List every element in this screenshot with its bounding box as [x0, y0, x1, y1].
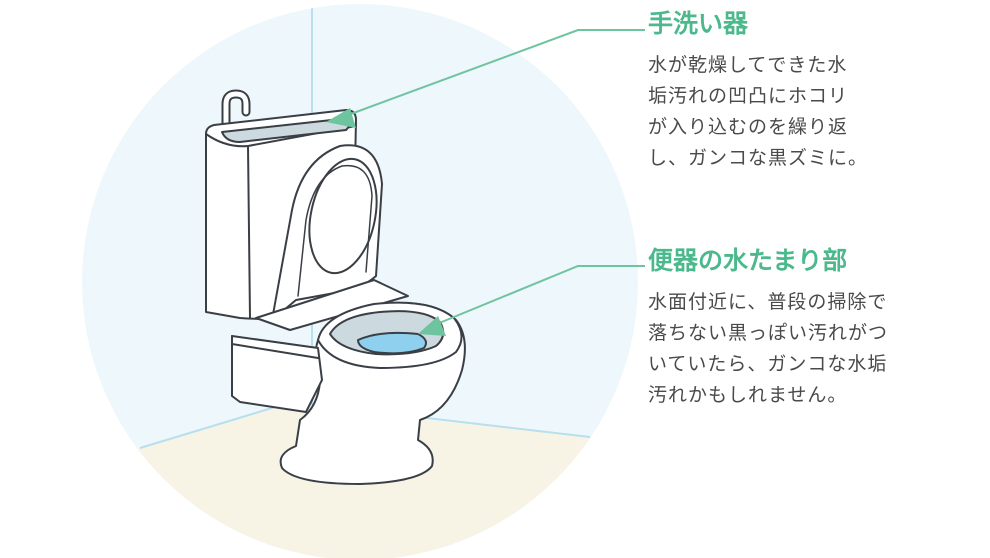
callout-pointers — [326, 29, 645, 336]
callout-line: 汚れかもしれません。 — [648, 384, 848, 406]
arrow-head-sink — [326, 108, 356, 128]
callout-line: 水が乾燥してできた水 — [648, 54, 848, 76]
callout-hand-wash-basin: 手洗い器 水が乾燥してできた水 垢汚れの凹凸にホコリ が入り込むのを繰り返 し、… — [648, 6, 978, 174]
lid-opening — [308, 157, 378, 275]
tank-front-edge — [247, 145, 251, 319]
callout-body-bowl-water-area: 水面付近に、普段の掃除で 落ちない黒っぽい汚れがつ いていたら、ガンコな水垢 汚… — [648, 287, 978, 411]
leader-line-sink — [339, 29, 645, 119]
callout-title-hand-wash-basin: 手洗い器 — [648, 9, 749, 38]
callout-line: いていたら、ガンコな水垢 — [648, 353, 888, 375]
callout-body-hand-wash-basin: 水が乾燥してできた水 垢汚れの凹凸にホコリ が入り込むのを繰り返 し、ガンコな黒… — [648, 50, 978, 174]
callout-line: 垢汚れの凹凸にホコリ — [648, 85, 849, 107]
callout-title-bowl-water-area: 便器の水たまり部 — [648, 246, 848, 275]
callout-line: が入り込むのを繰り返 — [648, 116, 849, 138]
callout-bowl-water-area: 便器の水たまり部 水面付近に、普段の掃除で 落ちない黒っぽい汚れがつ いていたら… — [648, 243, 978, 411]
leader-line-bowl — [431, 265, 645, 327]
floor-area — [82, 398, 638, 558]
callout-line: 落ちない黒っぽい汚れがつ — [648, 322, 889, 344]
bowl-water — [357, 331, 427, 355]
toilet — [205, 89, 466, 485]
callout-line: し、ガンコな黒ズミに。 — [648, 147, 869, 169]
seat-base — [255, 279, 409, 331]
side-panel-edge — [231, 335, 319, 359]
side-control-panel — [231, 335, 323, 413]
tank-top-edge — [205, 125, 357, 148]
lid-inner-rim — [297, 164, 373, 297]
faucet-inner — [223, 91, 249, 141]
arrow-head-bowl — [418, 316, 446, 336]
callout-line: 水面付近に、普段の掃除で — [648, 291, 888, 313]
